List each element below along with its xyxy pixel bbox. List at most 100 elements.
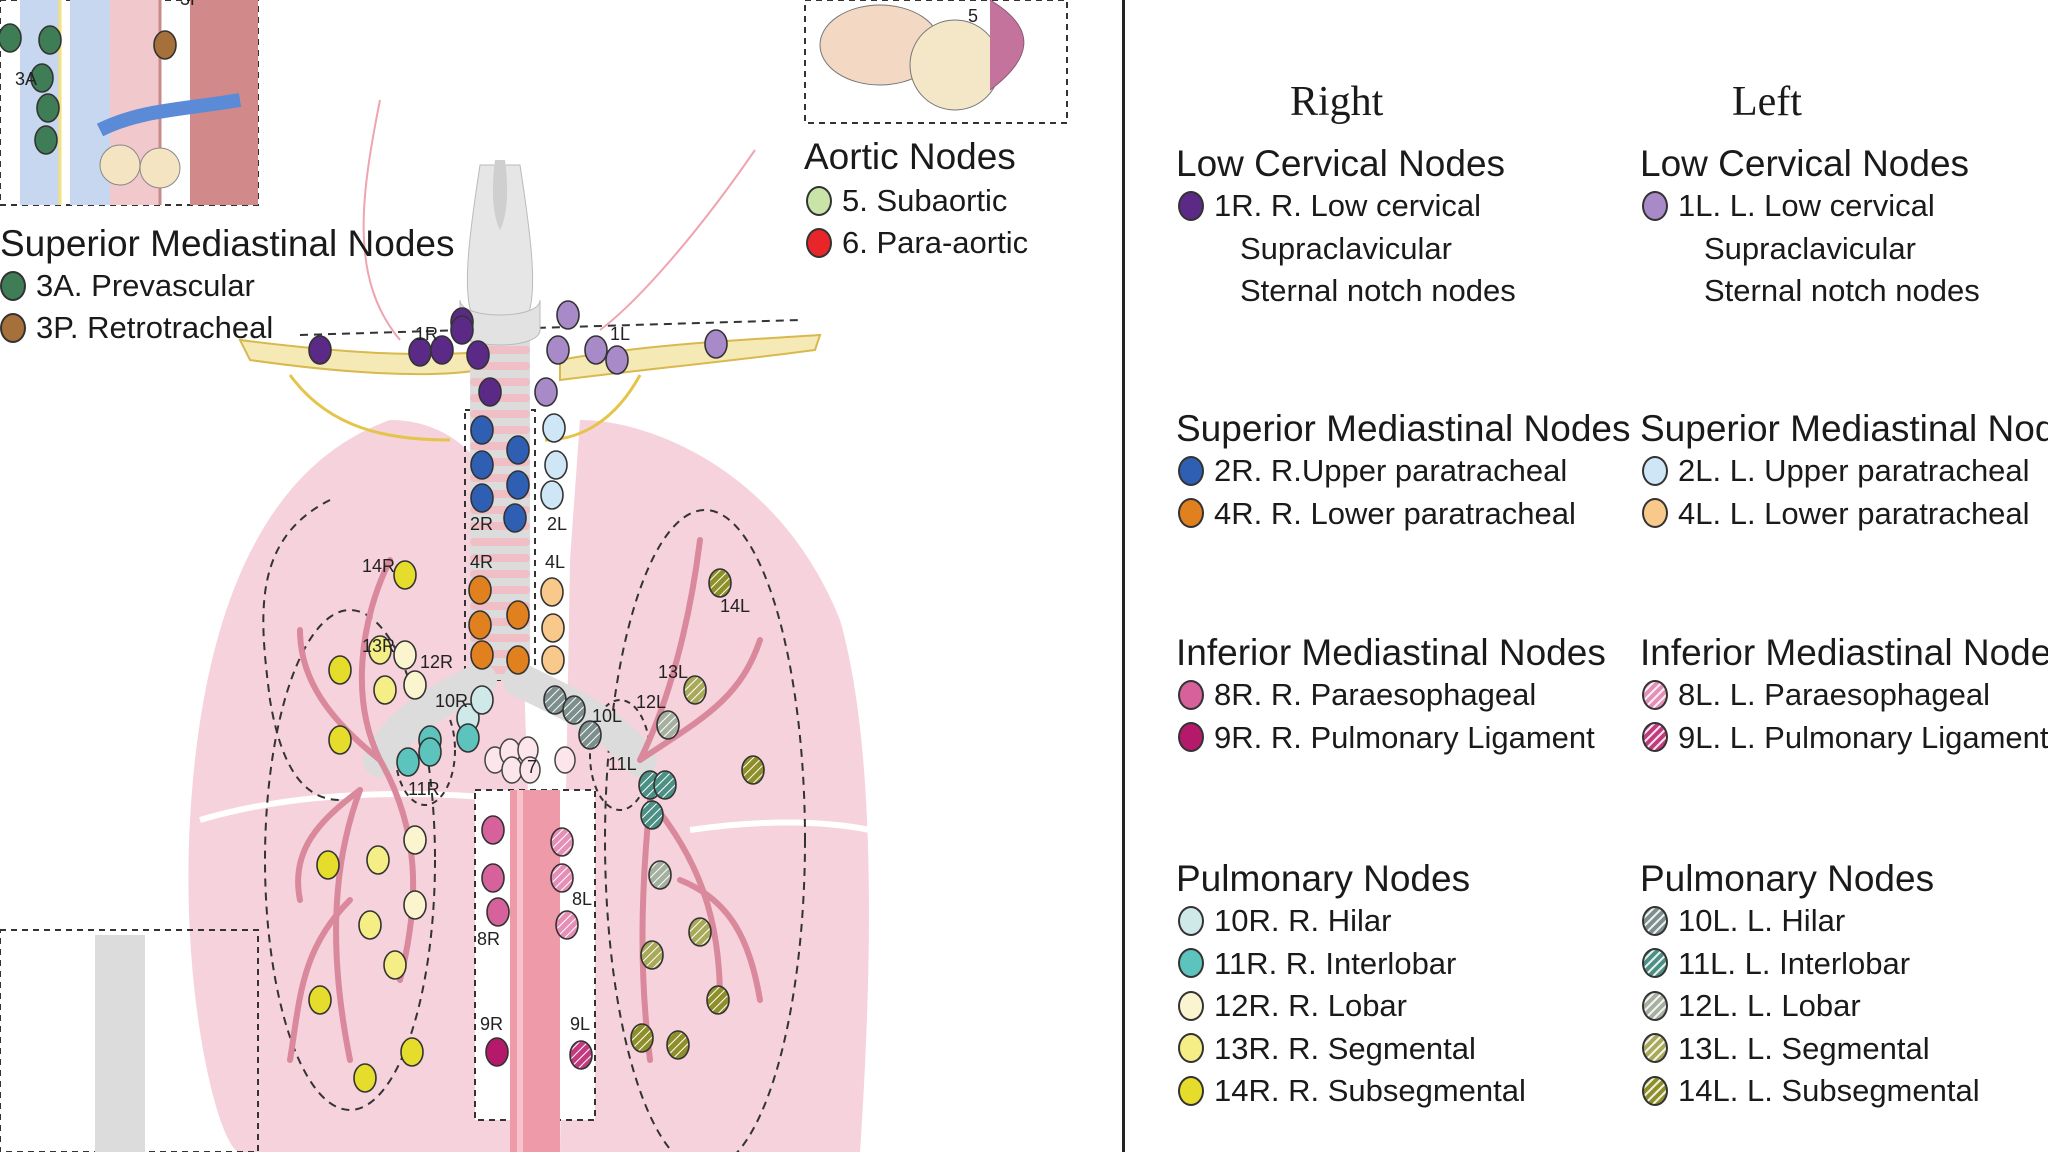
station-tag: 13R <box>362 636 395 656</box>
legend-item-label: 1R. R. Low cervical <box>1214 188 1482 223</box>
legend-item-label: Supraclavicular <box>1704 230 1916 266</box>
superior-mediastinal-heading: Superior Mediastinal Nodes <box>0 223 455 264</box>
aortic-item-subaortic: 5. Subaortic <box>806 185 1007 216</box>
lymph-node <box>430 335 454 365</box>
left-legend-item: 12L. L. Lobar <box>1642 990 1861 1021</box>
right-legend-item: 9R. R. Pulmonary Ligament <box>1178 722 1595 753</box>
right-legend-item: 4R. R. Lower paratracheal <box>1178 498 1576 529</box>
right-legend-item: 14R. R. Subsegmental <box>1178 1075 1526 1106</box>
station-tag: 9L <box>570 1014 590 1034</box>
lymph-node <box>34 125 58 155</box>
legend-color-dot <box>1178 948 1204 978</box>
left-legend-item: 2L. L. Upper paratracheal <box>1642 455 2030 486</box>
legend-item-label: 11L. L. Interlobar <box>1678 945 1911 981</box>
right-legend-item: 13R. R. Segmental <box>1178 1033 1476 1064</box>
node-hatch <box>668 1032 688 1058</box>
station-tag: 14L <box>720 596 750 616</box>
legend-item-label: 9L. L. Pulmonary Ligament <box>1678 719 2048 755</box>
tracheal-ring <box>470 554 530 562</box>
node-hatch <box>552 829 572 855</box>
station-tag: 9R <box>480 1014 503 1034</box>
lymph-node <box>470 640 494 670</box>
aortic-item-para-aortic: 6. Para-aortic <box>806 227 1028 258</box>
station-tag: 12R <box>420 652 453 672</box>
para-aortic-color-dot <box>806 227 832 258</box>
left-group-title-0: Low Cervical Nodes <box>1640 143 1970 184</box>
right-group-title-1: Superior Mediastinal Nodes <box>1176 408 1631 449</box>
station-tag: 10L <box>592 706 622 726</box>
left-group-title-3: Pulmonary Nodes <box>1640 858 1935 899</box>
lymph-node <box>328 655 352 685</box>
lymph-node <box>486 897 510 927</box>
lymph-node <box>456 723 480 753</box>
left-lung <box>560 420 869 1152</box>
superior-item-retrotracheal: 3P. Retrotracheal <box>0 312 273 343</box>
left-legend-item: 11L. L. Interlobar <box>1642 948 1910 979</box>
lymph-node <box>544 450 568 480</box>
tracheal-ring <box>470 570 530 578</box>
lymph-node <box>450 315 474 345</box>
node-hatch <box>650 862 670 888</box>
legend-item-label: 13R. R. Segmental <box>1214 1030 1476 1066</box>
legend-item-label: 10R. R. Hilar <box>1214 903 1392 938</box>
lymph-node <box>36 93 60 123</box>
lymph-node <box>605 345 629 375</box>
legend-item-label: 14R. R. Subsegmental <box>1214 1073 1526 1108</box>
station-tag: 12L <box>636 692 666 712</box>
legend-item-label: 10L. L. Hilar <box>1678 903 1846 938</box>
lymph-node <box>403 890 427 920</box>
node-hatch <box>655 772 675 798</box>
legend-item-label: 14L. L. Subsegmental <box>1678 1073 1980 1108</box>
node-hatch <box>557 912 577 938</box>
left-legend-item: 4L. L. Lower paratracheal <box>1642 498 2030 529</box>
subcarinal-node <box>519 756 541 784</box>
lymph-node <box>308 335 332 365</box>
station-tag: 2L <box>547 514 567 534</box>
left-legend-item: 1L. L. Low cervical <box>1642 190 1935 221</box>
subcarinal-node <box>554 746 576 774</box>
right-legend-item: 8R. R. Paraesophageal <box>1178 679 1536 710</box>
legend-color-dot <box>1178 722 1204 752</box>
lymph-node <box>503 503 527 533</box>
node-hatch <box>580 722 600 748</box>
legend-item-label: Supraclavicular <box>1240 230 1452 266</box>
node-hatch <box>743 757 763 783</box>
retrotracheal-color-dot <box>0 312 26 343</box>
legend-color-dot <box>1642 905 1668 936</box>
legend-item-label: 8L. L. Paraesophageal <box>1678 677 1990 712</box>
right-legend-item: 2R. R.Upper paratracheal <box>1178 455 1567 486</box>
station-tag: 11L <box>608 754 637 774</box>
legend-column-right-header: Right <box>1290 79 1384 125</box>
legend-item-label: 12L. L. Lobar <box>1678 988 1861 1023</box>
station-tag: 4R <box>470 552 493 572</box>
left-legend-item: Sternal notch nodes <box>1704 275 1980 306</box>
bronchial-branch <box>295 787 363 903</box>
node-hatch <box>571 1042 591 1068</box>
lymph-node <box>353 1063 377 1093</box>
node-hatch <box>564 697 584 723</box>
legend-item-label: 8R. R. Paraesophageal <box>1214 677 1537 712</box>
node-hatch <box>690 919 710 945</box>
legend-column-left-header: Left <box>1732 79 1802 125</box>
right-legend-item: Supraclavicular <box>1240 233 1452 264</box>
lymph-node <box>478 377 502 407</box>
lymph-node <box>556 300 580 330</box>
lymph-node <box>316 850 340 880</box>
left-legend-item: 10L. L. Hilar <box>1642 905 1845 936</box>
divider <box>1122 0 1125 1152</box>
legend-item-label: 11R. R. Interlobar <box>1214 945 1457 981</box>
lymph-node <box>481 863 505 893</box>
bronchial-branch <box>297 627 383 763</box>
legend-item-label: 2L. L. Upper paratracheal <box>1678 453 2030 488</box>
right-group-title-2: Inferior Mediastinal Nodes <box>1176 632 1606 673</box>
lymph-node <box>358 910 382 940</box>
lymph-node <box>393 640 417 670</box>
legend-item-label: 12R. R. Lobar <box>1214 988 1407 1023</box>
lymph-node <box>470 483 494 513</box>
node-hatch <box>632 1025 652 1051</box>
bronchial-branch <box>287 897 353 1063</box>
station-tag: 2R <box>470 514 493 534</box>
lymph-node <box>546 335 570 365</box>
legend-color-dot <box>1642 190 1668 221</box>
